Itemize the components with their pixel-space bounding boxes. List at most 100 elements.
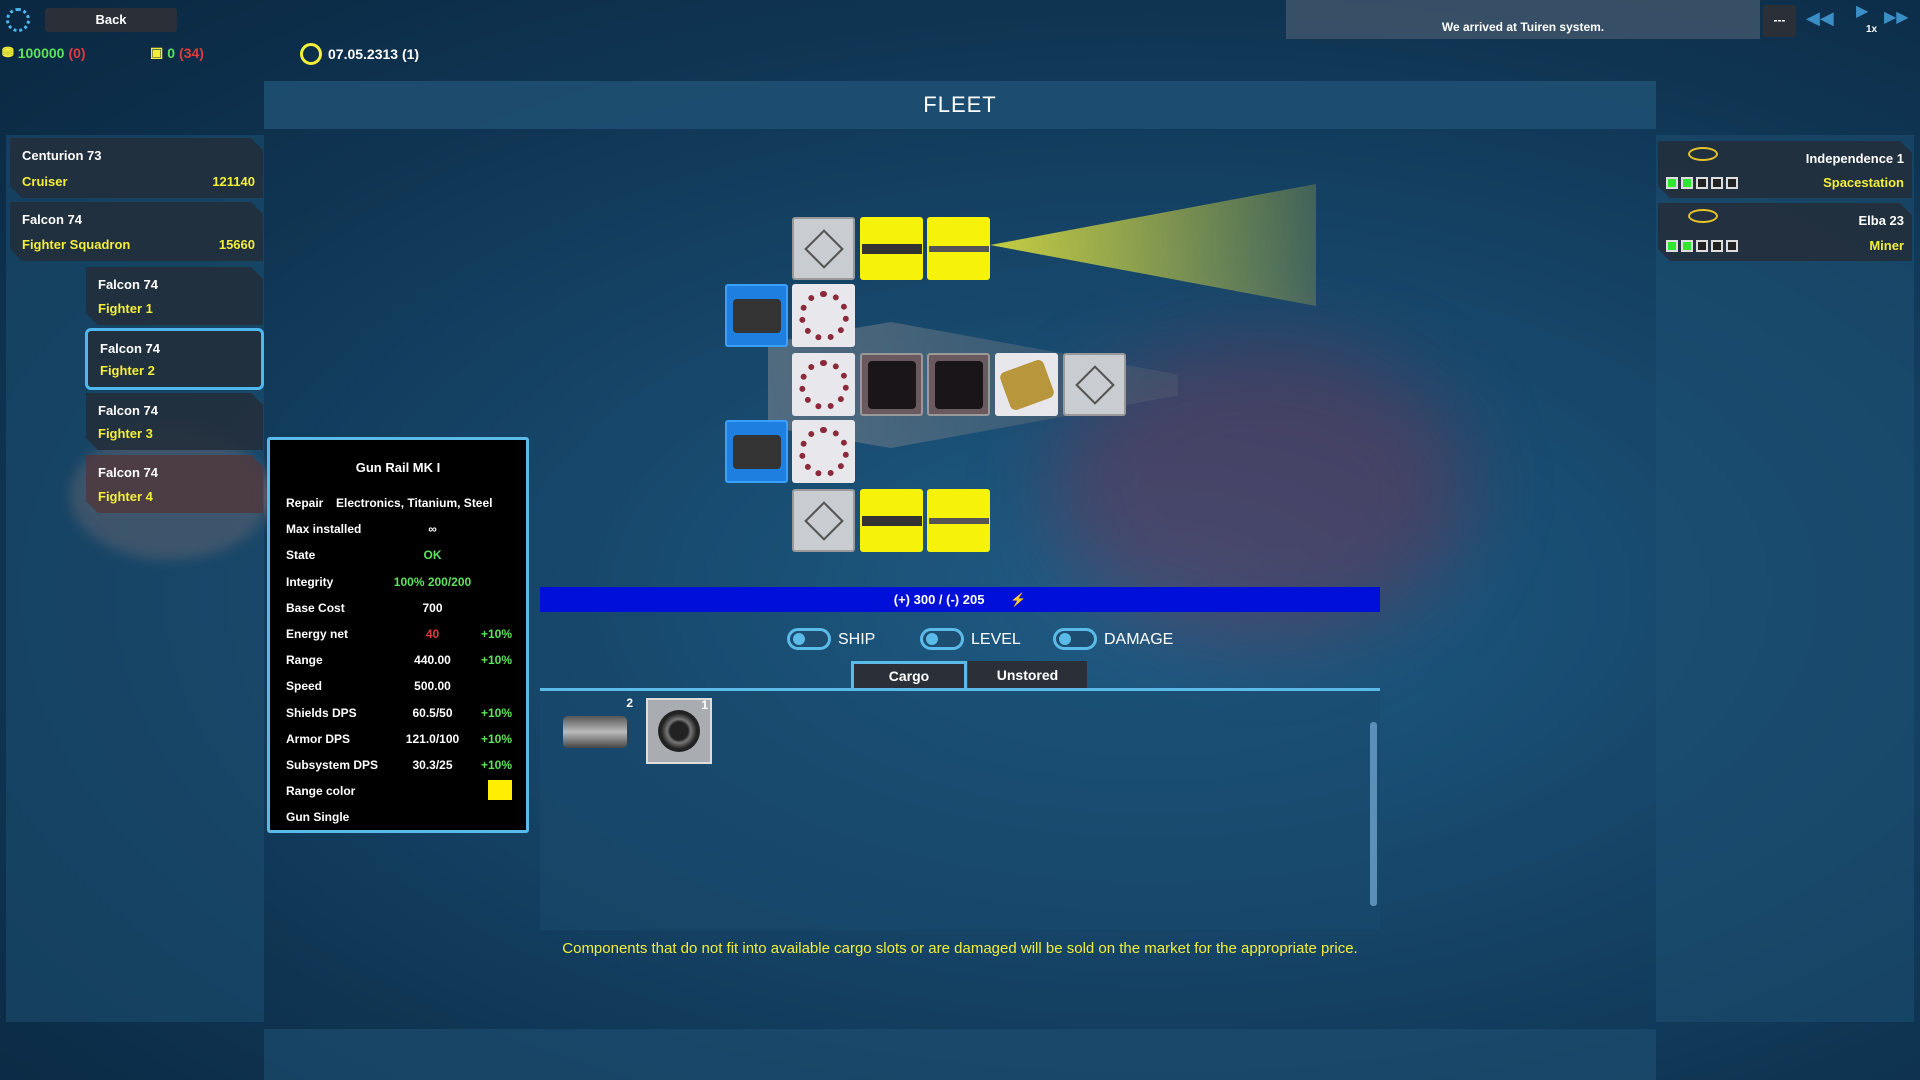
armor-slot[interactable] (1063, 353, 1126, 416)
tooltip-row: Range color (286, 780, 512, 801)
lightning-icon: ⚡ (1010, 592, 1027, 607)
armor-plate-icon (803, 228, 844, 269)
row-bonus: +10% (480, 705, 512, 720)
row-label: Range (286, 653, 323, 668)
game-date: 07.05.2313 (1) (300, 43, 419, 65)
row-bonus: +10% (480, 627, 512, 641)
menu-button[interactable]: --- (1763, 5, 1796, 37)
armor-slot[interactable] (792, 217, 855, 280)
reactor-icon (798, 359, 849, 410)
row-label: Gun Single (286, 810, 350, 825)
row-label: Subsystem DPS (286, 758, 379, 772)
settings-gear-icon[interactable] (6, 8, 30, 32)
row-label: Repair (286, 496, 324, 510)
weapon-slot[interactable] (927, 217, 990, 280)
row-label: Armor DPS (286, 731, 351, 746)
shield-generator-icon (998, 357, 1055, 412)
engine-slot[interactable] (725, 420, 788, 483)
engine-icon (732, 434, 781, 469)
ship-name: Falcon 74 (98, 277, 158, 292)
row-label: Max installed (286, 522, 362, 537)
level-pip-empty (1711, 177, 1723, 189)
ship-name: Falcon 74 (98, 465, 158, 480)
reactor-icon (798, 290, 849, 341)
armor-plate-icon (803, 500, 844, 541)
ship-name: Independence 1 (1805, 151, 1904, 166)
weapon-slot-selected[interactable] (860, 489, 923, 552)
engine-slot[interactable] (725, 284, 788, 347)
credits-delta: (0) (68, 44, 86, 61)
back-button[interactable]: Back (45, 8, 177, 32)
row-label: Energy net (286, 627, 349, 641)
shield-slot[interactable] (995, 353, 1058, 416)
ship-value: 121140 (212, 174, 255, 189)
clock-icon (300, 43, 322, 65)
station-item[interactable]: Independence 1 Spacestation (1658, 141, 1912, 198)
cargo-scrollbar[interactable] (1370, 722, 1377, 906)
weapon-slot[interactable] (860, 217, 923, 280)
engine-icon (732, 298, 781, 333)
cargo-item[interactable]: 1 (646, 698, 712, 764)
row-label: State (286, 548, 316, 563)
level-pip-empty (1696, 177, 1708, 189)
damage-toggle[interactable] (1053, 628, 1097, 650)
ship-toggle-label: SHIP (838, 631, 876, 648)
armor-slot[interactable] (792, 489, 855, 552)
row-bonus: +10% (480, 731, 512, 746)
level-toggle[interactable] (920, 628, 964, 650)
tab-cargo[interactable]: Cargo (851, 661, 967, 688)
ship-toggle[interactable] (787, 628, 831, 650)
level-pip-empty (1696, 240, 1708, 252)
fleet-item[interactable]: Falcon 74 Fighter 1 (86, 267, 263, 325)
armor-plate-icon (1074, 364, 1115, 405)
reactor-slot[interactable] (792, 353, 855, 416)
row-value: Electronics, Titanium, Steel (336, 496, 493, 510)
ship-type: Miner (1869, 238, 1904, 253)
reactor-slot[interactable] (792, 420, 855, 483)
tooltip-row: Gun Single (286, 810, 512, 826)
level-pip-filled (1681, 177, 1693, 189)
ship-name: Elba 23 (1858, 213, 1904, 228)
tooltip-title: Gun Rail MK I (355, 460, 441, 475)
eye-icon[interactable] (1688, 209, 1718, 223)
cargo-module-slot[interactable] (860, 353, 923, 416)
station-item[interactable]: Elba 23 Miner (1658, 203, 1912, 261)
ship-name: Falcon 74 (22, 212, 82, 227)
row-label: Base Cost (286, 600, 345, 615)
tooltip-row: Repair Electronics, Titanium, Steel (286, 496, 512, 512)
play-icon[interactable]: ▶ (1856, 3, 1869, 20)
eye-icon[interactable] (1688, 147, 1718, 161)
ship-type: Fighter 1 (98, 301, 153, 316)
level-pip-filled (1666, 240, 1678, 252)
level-pip-filled (1666, 177, 1678, 189)
row-value: OK (423, 548, 442, 563)
row-value: 30.3/25 (412, 758, 453, 772)
tab-unstored[interactable]: Unstored (968, 661, 1087, 688)
ship-name: Centurion 73 (22, 148, 102, 163)
footer-note: Components that do not fit into availabl… (562, 940, 1358, 957)
cargo-module-slot[interactable] (927, 353, 990, 416)
energy-text: (+) 300 / (-) 205 (893, 592, 985, 607)
range-color-swatch (488, 780, 512, 801)
cargo-item[interactable]: 2 (563, 696, 633, 758)
cargo-delta: (34) (179, 44, 204, 61)
cargo-module-icon (934, 360, 983, 409)
reactor-slot[interactable] (792, 284, 855, 347)
rewind-icon[interactable]: ◀◀ (1806, 8, 1834, 28)
engine-icon (563, 716, 627, 748)
header-bar: FLEET (264, 81, 1656, 129)
tooltip-row: Max installed∞ (286, 522, 512, 538)
row-label: Speed (286, 679, 323, 694)
fast-forward-icon[interactable]: ▶▶ (1884, 9, 1909, 26)
level-pip-empty (1726, 177, 1738, 189)
weapon-slot[interactable] (927, 489, 990, 552)
